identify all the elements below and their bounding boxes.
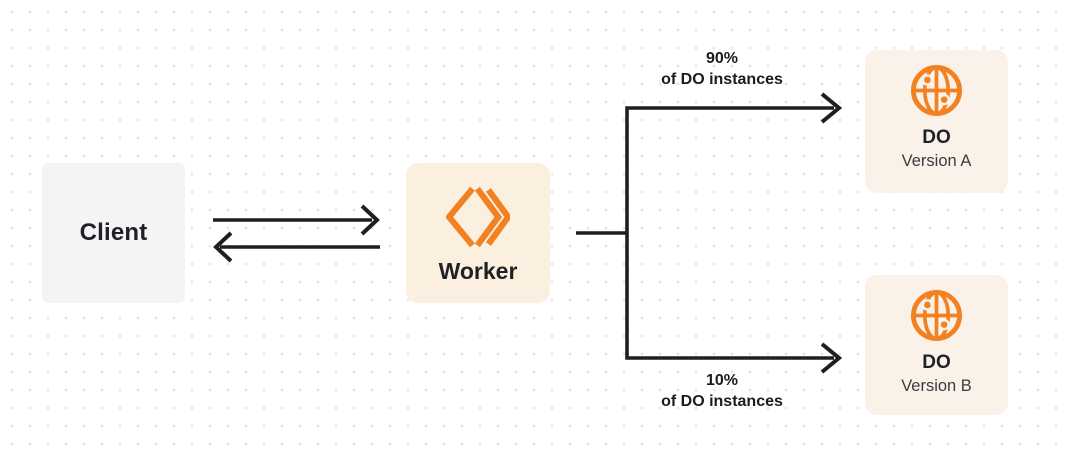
do-version-a-node: DO Version A (865, 50, 1008, 193)
worker-label: Worker (438, 257, 518, 284)
arrowhead-bottom-branch (820, 342, 843, 374)
worker-node: Worker (406, 163, 550, 303)
bottom-branch-percent: 10% (705, 372, 739, 389)
top-branch-percent: 90% (705, 50, 739, 67)
arrowhead-top-branch (820, 92, 843, 124)
do-b-title: DO (922, 352, 951, 373)
split-branches (625, 106, 834, 360)
bottom-branch-caption: of DO instances (661, 393, 783, 410)
workers-icon (446, 186, 510, 248)
do-b-subtitle: Version B (901, 377, 972, 395)
top-branch-label: 90% of DO instances (590, 48, 854, 90)
do-a-subtitle: Version A (901, 152, 972, 170)
arrowhead-right (360, 204, 380, 236)
arrowhead-left (213, 231, 233, 263)
client-node: Client (42, 163, 185, 303)
globe-icon (908, 62, 965, 119)
do-version-b-node: DO Version B (865, 275, 1008, 415)
do-a-title: DO (922, 127, 951, 148)
top-branch-caption: of DO instances (661, 71, 783, 88)
client-label: Client (79, 219, 148, 246)
bottom-branch-label: 10% of DO instances (590, 370, 854, 412)
globe-icon (908, 287, 965, 344)
